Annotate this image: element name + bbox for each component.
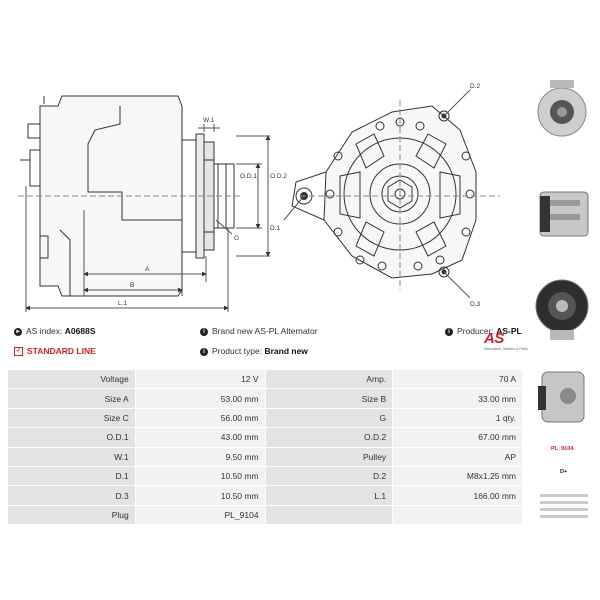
- info-icon: i: [200, 347, 208, 356]
- spec-value: [392, 504, 523, 526]
- brand-logo: AS Alternators, Starters & Parts: [484, 330, 528, 358]
- spec-label: D.3: [7, 485, 136, 506]
- spec-label: D.1: [7, 465, 136, 487]
- tag-icon: ▸: [14, 327, 22, 336]
- front-view: [283, 89, 500, 299]
- label-a: A: [145, 266, 150, 273]
- spec-value: 1 qty.: [392, 407, 523, 429]
- producer-line: i Producer: AS-PL: [445, 326, 522, 336]
- spec-value: 10.50 mm: [134, 485, 266, 506]
- logo-text: AS: [484, 330, 504, 347]
- spec-value: 33.00 mm: [392, 388, 523, 409]
- spec-value: 56.00 mm: [134, 407, 266, 429]
- spec-label: D.2: [264, 465, 394, 487]
- plug-diagram: [540, 494, 588, 518]
- spec-value: 53.00 mm: [134, 388, 266, 409]
- label-od1: O.D.1: [240, 173, 257, 180]
- thumbnail-front-photo[interactable]: [537, 80, 587, 137]
- product-type-label: Product type:: [212, 346, 263, 356]
- plug-terminal: D+: [560, 469, 568, 475]
- label-w1: W.1: [203, 117, 215, 124]
- thumbnail-rear-photo[interactable]: [535, 279, 589, 340]
- label-g: G: [234, 235, 239, 242]
- info-icon: i: [445, 327, 453, 336]
- spec-value: 10.50 mm: [134, 465, 266, 487]
- thumbnail-side-photo[interactable]: [539, 191, 589, 237]
- brand-text: Brand new AS-PL Alternator: [212, 326, 318, 336]
- as-index-line: ▸ AS index: A0688S: [14, 326, 95, 336]
- plug-code: PL_9104: [551, 446, 574, 452]
- brand-line: i Brand new AS-PL Alternator: [200, 326, 318, 336]
- standard-line-badge: ✓ STANDARD LINE: [14, 346, 96, 357]
- spec-label: Amp.: [264, 368, 394, 390]
- technical-drawing: W.1 O.D.1 O.D.2 G A B L.1: [18, 83, 500, 312]
- spec-label: O.D.1: [7, 427, 136, 448]
- spec-value: 43.00 mm: [134, 427, 266, 448]
- spec-label: O.D.2: [264, 427, 394, 448]
- spec-value: 70 A: [392, 368, 523, 390]
- spec-value: M8x1.25 mm: [392, 465, 523, 487]
- label-d3: D.3: [470, 301, 481, 308]
- as-index-label: AS index:: [26, 326, 63, 336]
- checkbox-icon: ✓: [14, 347, 23, 357]
- spec-label: Size C: [7, 407, 136, 429]
- spec-value: PL_9104: [134, 504, 266, 526]
- spec-label: [264, 504, 394, 526]
- spec-label: Pulley: [264, 446, 394, 467]
- label-d1: D.1: [270, 225, 281, 232]
- label-l1: L.1: [118, 300, 127, 307]
- spec-value: AP: [392, 446, 523, 467]
- spec-value: 12 V: [134, 368, 266, 390]
- producer-value: AS-PL: [496, 326, 522, 336]
- logo-tagline: Alternators, Starters & Parts: [484, 347, 528, 351]
- standard-line-text: STANDARD LINE: [27, 346, 96, 356]
- spec-label: Voltage: [7, 368, 136, 390]
- label-b: B: [130, 282, 134, 289]
- thumbnail-angle-photo[interactable]: [538, 371, 585, 423]
- product-type-line: i Product type: Brand new: [200, 346, 308, 356]
- spec-value: 9.50 mm: [134, 446, 266, 467]
- side-view: [18, 95, 271, 312]
- product-thumbnails: [528, 60, 600, 520]
- spec-label: Plug: [7, 504, 136, 526]
- producer-label: Producer:: [457, 326, 494, 336]
- spec-label: G: [264, 407, 394, 429]
- spec-label: Size B: [264, 388, 394, 409]
- spec-value: 67.00 mm: [392, 427, 523, 448]
- spec-label: Size A: [7, 388, 136, 409]
- label-d2: D.2: [470, 83, 481, 90]
- label-od2: O.D.2: [270, 173, 287, 180]
- info-icon: i: [200, 327, 208, 336]
- spec-value: 166.00 mm: [392, 485, 523, 506]
- spec-label: L.1: [264, 485, 394, 506]
- as-index-value: A0688S: [64, 326, 96, 336]
- spec-label: W.1: [7, 446, 136, 467]
- product-type-value: Brand new: [264, 346, 308, 356]
